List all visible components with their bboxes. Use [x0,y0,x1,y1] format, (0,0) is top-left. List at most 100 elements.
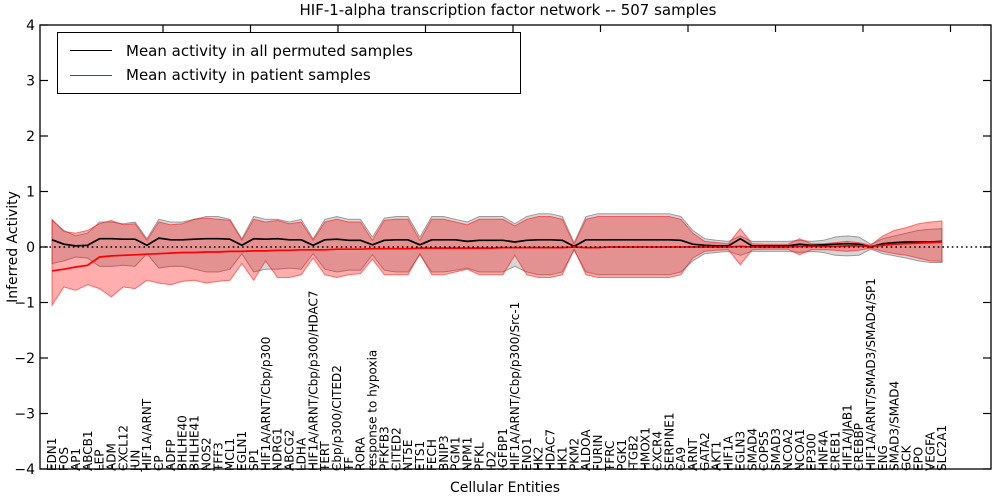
x-tick-label: PGM1 [449,436,463,471]
x-tick-label: TERT [318,441,332,472]
x-tick-label: CREBBP [852,423,866,471]
x-tick-label: ABCG2 [283,429,297,471]
x-tick-label: MCL1 [223,438,237,471]
x-tick-label: NT5E [401,439,415,471]
y-tick-label: 1 [26,185,35,201]
x-axis-label: Cellular Entities [449,480,561,496]
x-tick-label: CXCL12 [116,425,130,471]
x-tick-label: CP [152,455,166,471]
x-tick-label: EGLN3 [733,431,747,471]
x-tick-label: ETS1 [413,441,427,471]
x-tick-label: NCOA1 [793,429,807,471]
x-tick-label: SMAD4 [745,428,759,471]
x-tick-label: PFKFB3 [377,426,391,471]
x-tick-label: PGK1 [615,439,629,471]
x-tick-label: TF [342,457,356,472]
x-tick-label: response to hypoxia [366,350,380,471]
x-tick-label: HIF1A/ARNT/SMAD3/SMAD4/SP1 [864,278,878,471]
x-tick-label: ADM [105,443,119,471]
y-tick-label: 0 [26,240,35,256]
permuted-line-swatch [70,50,112,52]
x-tick-label: SP1 [247,449,261,472]
x-tick-label: ARNT [686,437,700,471]
x-tick-label: HIF1A/ARNT/Cbp/p300/Src-1 [508,302,522,471]
x-tick-label: ITGB2 [627,435,641,471]
x-tick-label: LEP [93,449,107,471]
x-tick-label: ID2 [484,451,498,471]
x-tick-label: COPS5 [757,431,771,471]
y-tick-label: 2 [26,129,35,145]
x-tick-label: ADFP [164,439,178,471]
x-tick-label: BHLHE41 [188,415,202,471]
patient-samples-range-band [51,216,943,307]
y-axis-label: Inferred Activity [5,191,21,303]
x-tick-label: FURIN [591,434,605,471]
x-tick-label: BHLHE40 [176,415,190,471]
x-tick-label: VEGFA [923,431,937,471]
x-tick-label: EP300 [805,433,819,471]
y-tick-label: −3 [14,407,35,423]
y-tick-label: 3 [26,74,35,90]
x-tick-label: EGLN1 [235,431,249,471]
x-tick-label: EPO [911,447,925,471]
x-tick-label: SLC2A1 [935,425,949,471]
y-tick-label: −1 [14,296,35,312]
x-tick-label: PFKL [472,442,486,471]
x-tick-label: HNF4A [817,429,831,471]
x-tick-label: AP1 [69,448,83,471]
x-tick-label: FECH [425,439,439,471]
x-tick-label: TFRC [603,441,617,472]
x-tick-label: NDRG1 [271,428,285,472]
x-tick-label: SMAD3 [769,428,783,471]
legend-item-permuted: Mean activity in all permuted samples [58,42,520,60]
x-tick-label: SMAD3/SMAD4 [888,381,902,471]
x-tick-label: CREB1 [828,431,842,471]
x-tick-label: CA9 [674,447,688,471]
x-tick-label: TFF3 [211,442,225,472]
x-tick-label: ENG [876,445,890,471]
x-tick-label: Cbp/p300/CITED2 [330,365,344,471]
x-tick-label: GCK [900,444,914,471]
x-tick-label: NOS2 [199,437,213,471]
x-tick-label: NCOA2 [781,429,795,471]
x-tick-label: LDHA [294,437,308,471]
patient-line-swatch [70,74,112,76]
x-tick-label: EDN1 [45,438,59,471]
permuted-samples-range-band [51,213,943,276]
x-tick-label: HMOX1 [639,427,653,471]
x-tick-label: FOS [57,447,71,471]
x-tick-label: GATA2 [698,432,712,471]
x-tick-label: NPM1 [461,437,475,471]
legend-label-permuted: Mean activity in all permuted samples [126,41,413,60]
y-tick-label: 4 [26,18,35,34]
permuted-mean-line [51,237,943,248]
x-tick-label: JUN [128,450,142,472]
x-tick-label: ALDOA [579,429,593,471]
x-tick-label: PKM2 [567,438,581,471]
x-tick-label: SERPINE1 [662,412,676,471]
x-tick-label: HIF1A [722,435,736,471]
x-tick-label: HIF1A/ARNT [140,398,154,471]
x-tick-label: ENO1 [520,437,534,471]
chart-title: HIF-1-alpha transcription factor network… [299,1,717,19]
x-tick-label: CITED2 [389,427,403,471]
legend: Mean activity in all permuted samples Me… [57,32,521,94]
x-tick-label: HIF1A/ARNT/Cbp/p300/HDAC7 [306,290,320,471]
x-tick-label: HK2 [532,446,546,471]
x-tick-label: HIF1A/JAB1 [840,404,854,471]
x-tick-label: CXCR4 [650,431,664,471]
legend-item-patient: Mean activity in patient samples [58,66,520,84]
x-tick-label: ABCB1 [81,431,95,471]
patient-mean-line [51,241,943,272]
x-tick-label: RORA [354,436,368,471]
x-tick-label: HK1 [555,446,569,471]
x-tick-label: HDAC7 [544,429,558,471]
x-tick-label: BNIP3 [437,435,451,471]
y-tick-label: −2 [14,351,35,367]
x-tick-label: HIF1A/ARNT/Cbp/p300 [259,337,273,471]
x-tick-label: AKT1 [710,441,724,471]
legend-label-patient: Mean activity in patient samples [126,66,371,85]
x-tick-label: IGFBP1 [496,428,510,471]
